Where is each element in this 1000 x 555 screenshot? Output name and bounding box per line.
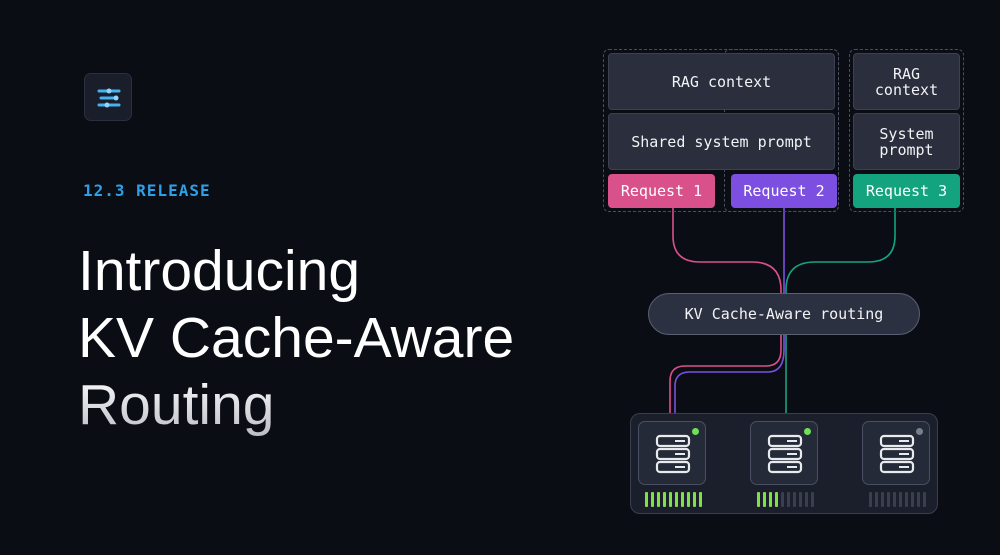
load-bar [905,492,908,507]
server-icon [767,434,803,474]
load-bar [917,492,920,507]
page-title: Introducing KV Cache-Aware Routing [78,238,598,439]
load-bar [657,492,660,507]
server-icon [655,434,691,474]
system-prompt-private: System prompt [853,113,960,170]
headline-line-3: Routing [78,372,598,439]
load-bar [687,492,690,507]
brand-logo-icon [97,88,121,108]
server-1-status-led [692,428,699,435]
load-bar [675,492,678,507]
wire-request-3 [785,208,896,418]
load-bar [663,492,666,507]
load-bar [811,492,814,507]
headline-line-2: KV Cache-Aware [78,306,515,370]
shared-system-prompt-label: Shared system prompt [631,132,812,151]
server-1 [638,421,706,485]
rag-context-private-line-1: RAG [892,64,921,83]
request-1: Request 1 [608,174,715,208]
request-2: Request 2 [731,174,837,208]
load-bar [911,492,914,507]
request-1-label: Request 1 [620,182,703,200]
load-bar [757,492,760,507]
load-bar [869,492,872,507]
server-2 [750,421,818,485]
load-bar [887,492,890,507]
brand-logo [84,73,132,121]
rag-context-private-line-2: context [874,80,939,99]
load-bar [805,492,808,507]
headline-line-1: Introducing [78,239,361,303]
load-bar [769,492,772,507]
load-bar [651,492,654,507]
load-bar [699,492,702,507]
request-3-label: Request 3 [865,182,948,200]
load-bar [923,492,926,507]
shared-system-prompt: Shared system prompt [608,113,835,170]
rag-context-private: RAG context [853,53,960,110]
server-2-load-meter [757,492,814,507]
load-bar [781,492,784,507]
server-icon [879,434,915,474]
system-prompt-private-line-1: System [879,124,934,143]
load-bar [793,492,796,507]
server-3-status-led [916,428,923,435]
server-3 [862,421,930,485]
load-bar [763,492,766,507]
load-bar [775,492,778,507]
load-bar [681,492,684,507]
load-bar [881,492,884,507]
load-bar [893,492,896,507]
load-bar [875,492,878,507]
wire-request-2 [674,208,785,418]
load-bar [799,492,802,507]
system-prompt-private-line-2: prompt [879,140,934,159]
server-1-load-meter [645,492,702,507]
server-2-status-led [804,428,811,435]
router-label: KV Cache-Aware routing [684,305,884,323]
load-bar [645,492,648,507]
server-3-load-meter [869,492,926,507]
release-label: 12.3 RELEASE [83,181,211,200]
load-bar [693,492,696,507]
context-group-c [849,49,964,212]
load-bar [669,492,672,507]
rag-context-shared: RAG context [608,53,835,110]
kv-cache-aware-router: KV Cache-Aware routing [648,293,920,335]
load-bar [787,492,790,507]
request-3: Request 3 [853,174,960,208]
request-2-label: Request 2 [743,182,825,200]
rag-context-shared-label: RAG context [671,72,772,91]
load-bar [899,492,902,507]
